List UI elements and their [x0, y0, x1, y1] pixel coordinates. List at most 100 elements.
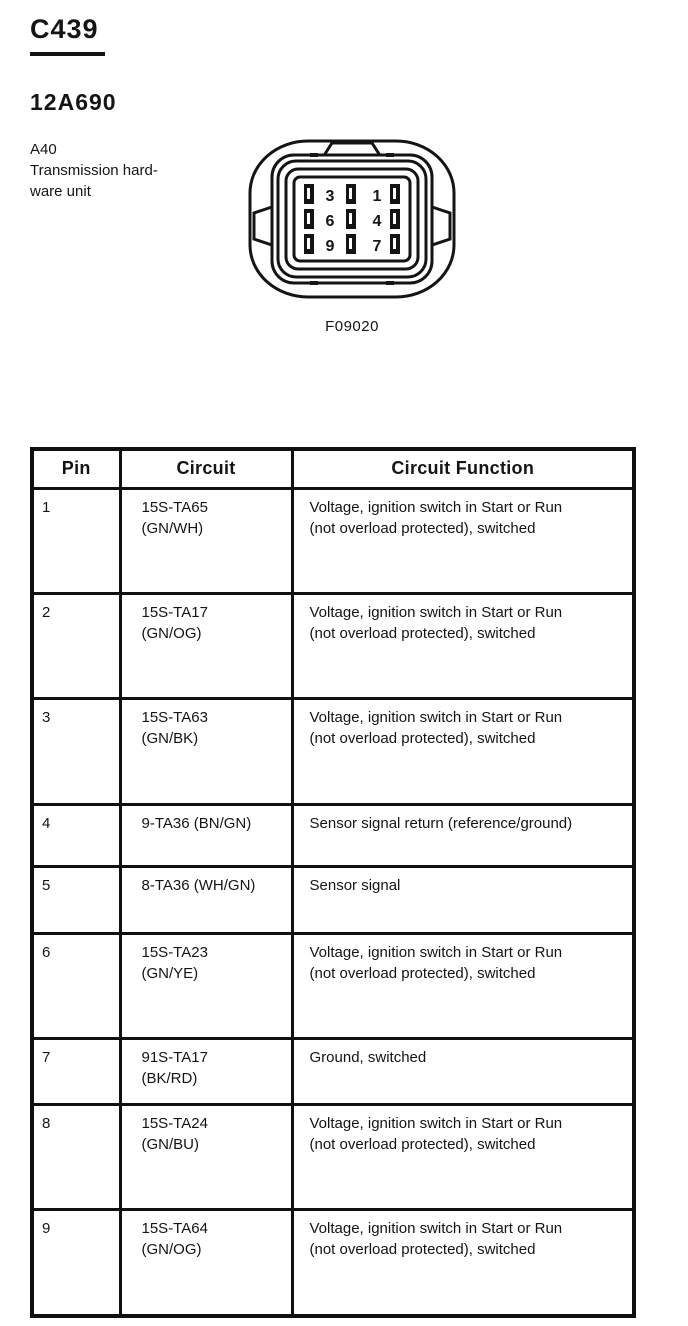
circuit-line: (GN/BK) [141, 729, 199, 747]
circuit-line: (GN/OG) [141, 624, 202, 642]
pin-number-cell: 8 [30, 1102, 122, 1211]
circuit-cell: 15S-TA63 (GN/BK) [118, 696, 294, 806]
circuit-cell: 15S-TA23 (GN/YE) [118, 931, 294, 1040]
figure-section: A40 Transmission hard- ware unit [30, 133, 662, 335]
circuit-line: 8-TA36 (WH/GN) [141, 876, 256, 894]
table-row: 4 9-TA36 (BN/GN) Sensor signal return (r… [30, 802, 636, 868]
pinout-table: Pin Circuit Circuit Function 1 15S-TA65 … [30, 447, 636, 1318]
circuit-function-cell: Ground, switched [290, 1036, 636, 1106]
pin-slot-opening [307, 213, 310, 224]
circuit-cell: 9-TA36 (BN/GN) [118, 802, 294, 868]
circuit-line: 15S-TA23 [141, 943, 208, 961]
function-line: Voltage, ignition switch in Start or Run [309, 1114, 563, 1132]
pin-slot-opening [349, 188, 352, 199]
function-line: (not overload protected), switched [309, 624, 536, 642]
pin-slot-opening [307, 188, 310, 199]
table-header-row: Pin Circuit Circuit Function [30, 447, 636, 490]
column-header-circuit-function: Circuit Function [290, 447, 636, 490]
circuit-line: (GN/WH) [141, 519, 204, 537]
pin-number-cell: 7 [30, 1036, 122, 1106]
table-row: 6 15S-TA23 (GN/YE) Voltage, ignition swi… [30, 931, 636, 1040]
function-line: Voltage, ignition switch in Start or Run [309, 943, 563, 961]
figure-label: F09020 [325, 318, 379, 335]
mold-tick [386, 281, 394, 285]
table-row: 8 15S-TA24 (GN/BU) Voltage, ignition swi… [30, 1102, 636, 1211]
circuit-line: (GN/BU) [141, 1135, 200, 1153]
circuit-function-cell: Voltage, ignition switch in Start or Run… [290, 931, 636, 1040]
mold-tick [310, 281, 318, 285]
circuit-cell: 15S-TA24 (GN/BU) [118, 1102, 294, 1211]
pin-number-cell: 6 [30, 931, 122, 1040]
pin-label: 6 [326, 213, 335, 230]
description-line: Transmission hard- [30, 162, 158, 179]
pin-label: 7 [373, 238, 382, 255]
circuit-line: 15S-TA63 [141, 708, 208, 726]
function-line: Sensor signal return (reference/ground) [309, 814, 573, 832]
table-row: 3 15S-TA63 (GN/BK) Voltage, ignition swi… [30, 696, 636, 806]
description-line: ware unit [30, 183, 91, 200]
circuit-cell: 8-TA36 (WH/GN) [118, 864, 294, 935]
connector-right-ear [430, 204, 452, 248]
function-line: (not overload protected), switched [309, 729, 536, 747]
pin-number-cell: 4 [30, 802, 122, 868]
circuit-function-cell: Voltage, ignition switch in Start or Run… [290, 1102, 636, 1211]
mold-tick [310, 153, 318, 157]
pin-label: 1 [373, 188, 382, 205]
function-line: Voltage, ignition switch in Start or Run [309, 708, 563, 726]
circuit-line: 9-TA36 (BN/GN) [141, 814, 252, 832]
table-row: 7 91S-TA17 (BK/RD) Ground, switched [30, 1036, 636, 1106]
pin-slot-opening [307, 238, 310, 249]
circuit-cell: 15S-TA64 (GN/OG) [118, 1207, 294, 1318]
function-line: (not overload protected), switched [309, 964, 536, 982]
function-line: Voltage, ignition switch in Start or Run [309, 498, 563, 516]
mold-tick [386, 153, 394, 157]
pin-slot-opening [349, 213, 352, 224]
function-line: Voltage, ignition switch in Start or Run [309, 1219, 563, 1237]
circuit-function-cell: Voltage, ignition switch in Start or Run… [290, 1207, 636, 1318]
circuit-function-cell: Voltage, ignition switch in Start or Run… [290, 696, 636, 806]
pin-row-2: 6 4 [304, 209, 400, 230]
pin-label: 3 [326, 188, 335, 205]
pinout-table-body: 1 15S-TA65 (GN/WH) Voltage, ignition swi… [30, 486, 636, 1318]
part-number-heading: 12A690 [30, 89, 117, 115]
function-line: Sensor signal [309, 876, 401, 894]
component-description: A40 Transmission hard- ware unit [30, 133, 182, 202]
connector-face-drawing: 3 1 6 4 [248, 139, 456, 299]
connector-left-ear [252, 204, 274, 248]
function-line: (not overload protected), switched [309, 519, 536, 537]
description-line: A40 [30, 141, 57, 158]
circuit-cell: 15S-TA65 (GN/WH) [118, 486, 294, 595]
circuit-line: (GN/YE) [141, 964, 199, 982]
pin-label: 4 [373, 213, 382, 230]
circuit-line: 15S-TA64 [141, 1219, 208, 1237]
column-header-circuit: Circuit [118, 447, 294, 490]
pin-label: 9 [326, 238, 335, 255]
circuit-cell: 15S-TA17 (GN/OG) [118, 591, 294, 700]
function-line: (not overload protected), switched [309, 1135, 536, 1153]
pin-number-cell: 9 [30, 1207, 122, 1318]
table-row: 2 15S-TA17 (GN/OG) Voltage, ignition swi… [30, 591, 636, 700]
table-row: 9 15S-TA64 (GN/OG) Voltage, ignition swi… [30, 1207, 636, 1318]
circuit-function-cell: Sensor signal [290, 864, 636, 935]
pin-row-1: 3 1 [304, 184, 400, 205]
pin-number-cell: 5 [30, 864, 122, 935]
pin-slot-opening [393, 238, 396, 249]
circuit-line: 15S-TA17 [141, 603, 208, 621]
circuit-function-cell: Voltage, ignition switch in Start or Run… [290, 591, 636, 700]
table-row: 1 15S-TA65 (GN/WH) Voltage, ignition swi… [30, 486, 636, 595]
function-line: Voltage, ignition switch in Start or Run [309, 603, 563, 621]
pin-row-3: 9 7 [304, 234, 400, 255]
pin-number-cell: 2 [30, 591, 122, 700]
circuit-cell: 91S-TA17 (BK/RD) [118, 1036, 294, 1106]
circuit-line: 15S-TA65 [141, 498, 208, 516]
circuit-line: 15S-TA24 [141, 1114, 208, 1132]
pin-number-cell: 3 [30, 696, 122, 806]
connector-id-heading: C439 [30, 14, 105, 56]
circuit-line: 91S-TA17 [141, 1048, 208, 1066]
table-row: 5 8-TA36 (WH/GN) Sensor signal [30, 864, 636, 935]
pin-number-cell: 1 [30, 486, 122, 595]
circuit-line: (BK/RD) [141, 1069, 198, 1087]
circuit-function-cell: Voltage, ignition switch in Start or Run… [290, 486, 636, 595]
pin-slot-opening [393, 213, 396, 224]
